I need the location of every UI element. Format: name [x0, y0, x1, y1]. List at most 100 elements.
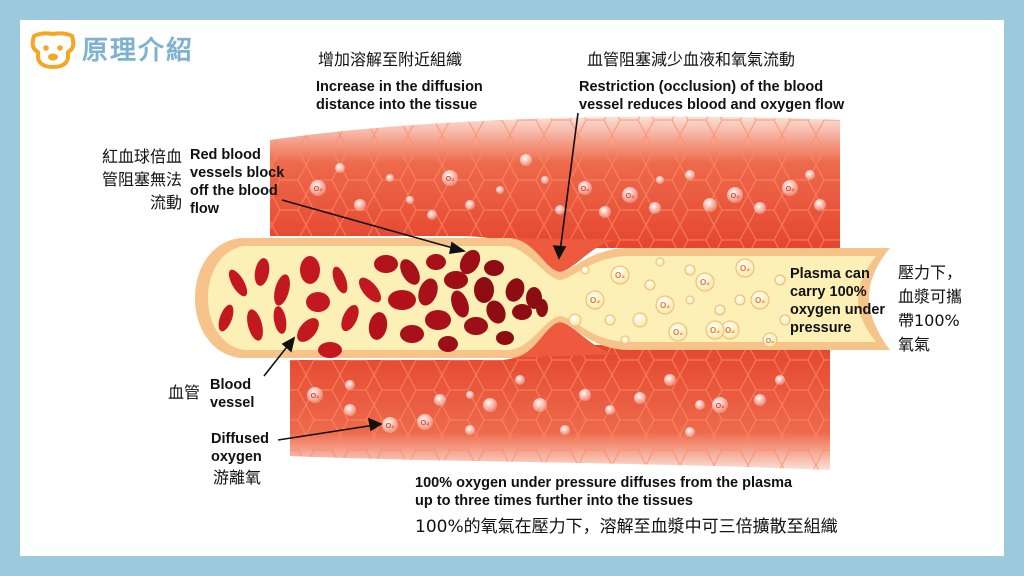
- tissue-oxygen-bubbles: O₂ O₂ O₂ O₂ O₂ O₂ O₂ O₂ O₂ O₂: [307, 154, 826, 437]
- oxygen-bubble: [520, 154, 532, 166]
- oxygen-bubble: [578, 181, 592, 195]
- oxygen-bubble-label: O₂: [731, 191, 740, 200]
- diffused-oxygen-label-en-1: Diffused: [211, 431, 269, 447]
- oxygen-bubble-label: O₂: [755, 296, 765, 305]
- oxygen-bubble: [434, 394, 446, 406]
- oxygen-bubble: [406, 196, 414, 204]
- oxygen-bubble-label: O₂: [673, 328, 683, 337]
- upper-tissue: [270, 116, 840, 248]
- oxygen-bubble: [649, 202, 661, 214]
- oxygen-bubble: [465, 425, 475, 435]
- oxygen-bubble: [604, 314, 616, 326]
- occlusion-label-en-2: vessel reduces blood and oxygen flow: [579, 97, 845, 113]
- oxygen-bubble-label: O₂: [716, 401, 725, 410]
- rbc-label-en-1: Red blood: [190, 147, 261, 163]
- oxygen-bubble: [762, 332, 778, 348]
- occlusion-label-en-1: Restriction (occlusion) of the blood: [579, 79, 824, 95]
- rbc-label-zh-3: 流動: [149, 193, 182, 212]
- oxygen-bubble: [775, 375, 785, 385]
- oxygen-bubble: [774, 274, 786, 286]
- oxygen-bubble: [466, 391, 474, 399]
- oxygen-bubble: [515, 375, 525, 385]
- oxygen-bubble: [805, 170, 815, 180]
- oxygen-bubble: [705, 320, 725, 340]
- oxygen-bubble-label: O₂: [590, 296, 600, 305]
- pointer-arrows: [263, 112, 579, 441]
- rbc-label-zh-1: 紅血球倍血: [101, 147, 182, 166]
- oxygen-bubble-label: O₂: [386, 421, 395, 430]
- oxygen-bubble: [417, 414, 433, 430]
- plasma-label-zh-1: 壓力下，: [898, 263, 963, 282]
- oxygen-bubble: [656, 176, 664, 184]
- diffused-oxygen-label-zh: 游離氧: [213, 468, 262, 487]
- oxygen-bubble-label: O₂: [660, 301, 670, 310]
- oxygen-bubble: [541, 176, 549, 184]
- oxygen-bubble: [634, 392, 646, 404]
- oxygen-bubble-label: O₂: [581, 186, 590, 193]
- oxygen-bubble: [483, 398, 497, 412]
- oxygen-bubble: [779, 314, 791, 326]
- oxygen-bubble: [610, 265, 630, 285]
- oxygen-bubble: [695, 272, 715, 292]
- oxygen-bubble: [714, 304, 726, 316]
- oxygen-bubble: [750, 290, 770, 310]
- oxygen-bubble: [685, 427, 695, 437]
- oxygen-bubble: [599, 206, 611, 218]
- oxygen-bubble: [782, 180, 798, 196]
- oxygen-bubble: [734, 294, 746, 306]
- oxygen-bubble: [533, 398, 547, 412]
- oxygen-bubble: [655, 257, 665, 267]
- oxygen-bubble: [310, 180, 326, 196]
- oxygen-bubble-label: O₂: [626, 191, 635, 200]
- oxygen-bubble: [579, 389, 591, 401]
- oxygen-bubble-label: O₂: [740, 264, 750, 273]
- oxygen-bubble-label: O₂: [700, 278, 710, 287]
- oxygen-bubble: [354, 199, 366, 211]
- oxygen-bubble: [345, 380, 355, 390]
- rbc-label-zh-2: 管阻塞無法: [101, 170, 182, 189]
- oxygen-bubble: [664, 374, 676, 386]
- rbc-label-en-4: flow: [190, 201, 219, 217]
- bottom-caption-en-1: 100% oxygen under pressure diffuses from…: [415, 475, 793, 491]
- oxygen-bubble: [655, 295, 675, 315]
- oxygen-bubble: [668, 322, 688, 342]
- diffusion-distance-label-en-2: distance into the tissue: [316, 97, 478, 113]
- oxygen-bubble: [620, 335, 630, 345]
- plasma-label-en-2: carry 100%: [790, 284, 867, 300]
- oxygen-bubble: [685, 170, 695, 180]
- oxygen-bubble-label: O₂: [615, 271, 625, 280]
- oxygen-bubble: [703, 198, 717, 212]
- bottom-caption-en-2: up to three times further into the tissu…: [415, 493, 693, 509]
- plasma-label-en-4: pressure: [790, 320, 852, 336]
- plasma-label-en-1: Plasma can: [790, 266, 870, 282]
- oxygen-bubble: [580, 265, 590, 275]
- oxygen-bubble: [568, 313, 582, 327]
- oxygen-bubble: [605, 405, 615, 415]
- oxygen-bubble: [307, 387, 323, 403]
- oxygen-bubble: [386, 174, 394, 182]
- oxygen-bubble: [712, 397, 728, 413]
- occlusion-label-zh: 血管阻塞減少血液和氧氣流動: [587, 50, 796, 69]
- page-title: 原理介紹: [82, 36, 195, 66]
- vessel-label-en-2: vessel: [210, 395, 255, 411]
- oxygen-bubble: [344, 404, 356, 416]
- oxygen-bubble-label: O₂: [710, 326, 720, 335]
- oxygen-bubble-label: O₂: [725, 326, 735, 335]
- oxygen-bubble: [644, 279, 656, 291]
- oxygen-bubble: [555, 205, 565, 215]
- lower-tissue: [290, 345, 830, 470]
- oxygen-bubble: [560, 425, 570, 435]
- vessel-label-zh: 血管: [168, 383, 201, 402]
- bottom-caption-zh: 100%的氧氣在壓力下，溶解至血漿中可三倍擴散至組織: [415, 517, 838, 537]
- plasma-label-zh-2: 血漿可攜: [898, 287, 963, 306]
- oxygen-bubble-label: O₂: [421, 418, 430, 427]
- diffusion-distance-label-en-1: Increase in the diffusion: [316, 79, 483, 95]
- oxygen-bubble: [465, 200, 475, 210]
- oxygen-bubble: [684, 264, 696, 276]
- oxygen-bubble-label: O₂: [786, 184, 795, 193]
- oxygen-bubble: [685, 295, 695, 305]
- oxygen-bubble: [622, 187, 638, 203]
- oxygen-bubble: [814, 199, 826, 211]
